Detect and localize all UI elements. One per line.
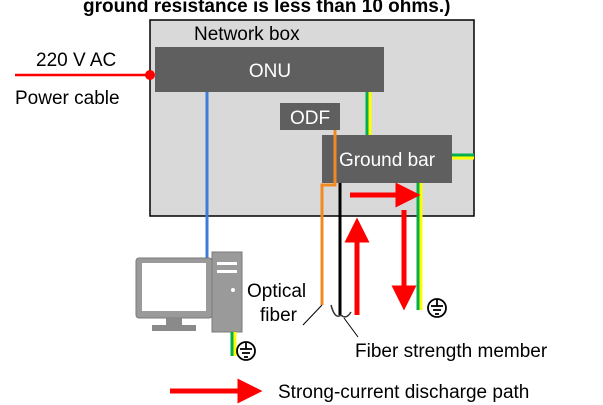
legend-label: Strong-current discharge path: [278, 382, 529, 403]
optical-fiber: [320, 130, 337, 305]
fiber-strength-member-tail: [330, 304, 352, 318]
power-cable-connector: [145, 70, 155, 80]
onu-label: ONU: [249, 61, 291, 82]
strength-member-label: Fiber strength member: [355, 341, 548, 362]
optical-fiber-label-line1: Optical: [247, 281, 306, 302]
desktop-computer-icon: [135, 251, 243, 333]
header-note: ground resistance is less than 10 ohms.): [83, 0, 450, 17]
odf-label: ODF: [290, 108, 330, 129]
power-cable-label: Power cable: [15, 88, 120, 109]
ground-bar: [322, 135, 452, 183]
strength-member-leader: [343, 317, 359, 338]
power-voltage-label: 220 V AC: [36, 50, 116, 71]
odf-device: [280, 103, 340, 130]
earth-ground-icon: [236, 341, 256, 361]
ground-bar-label: Ground bar: [339, 150, 436, 171]
onu-device: [155, 47, 384, 92]
earth-ground-icon: [427, 298, 447, 318]
optical-fiber-label-line2: fiber: [260, 305, 298, 326]
network-box-label: Network box: [194, 24, 300, 45]
optical-fiber-leader: [302, 304, 323, 326]
